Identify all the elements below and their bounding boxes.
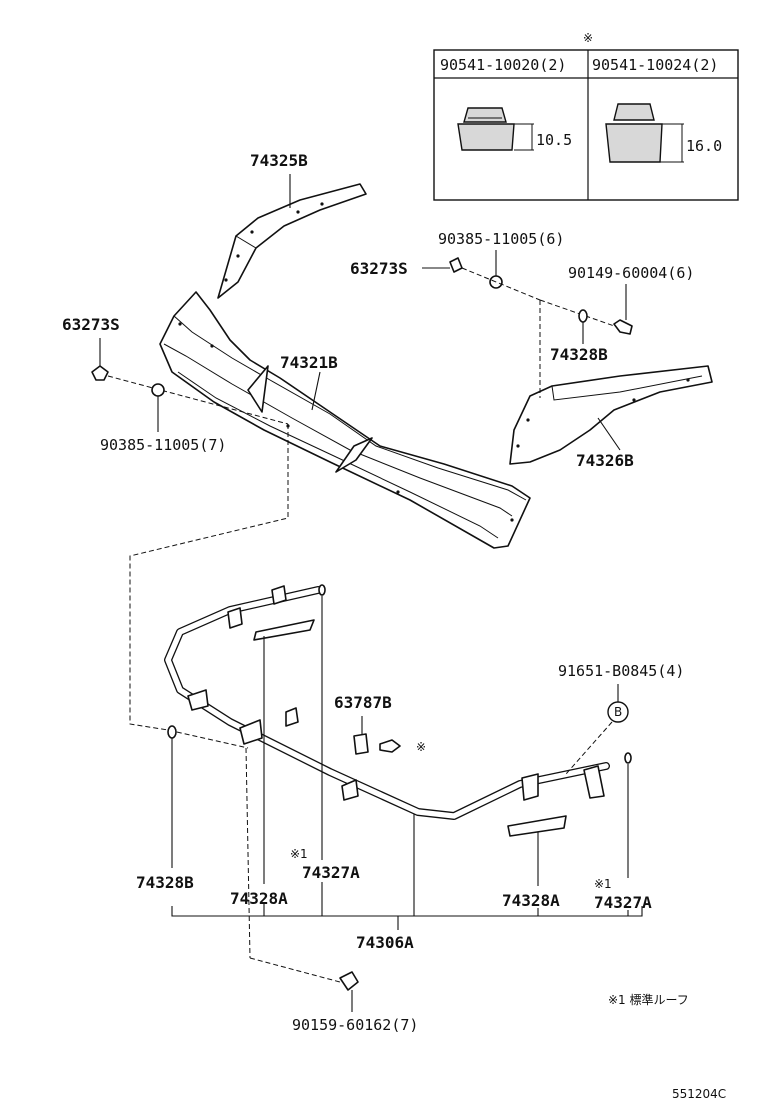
roof-rack-bracket-74306A bbox=[164, 585, 610, 837]
screw-90159-icon bbox=[339, 971, 359, 991]
label-91651: 91651-B0845(4) bbox=[558, 662, 684, 680]
washer-74328B-bottom-icon bbox=[167, 725, 177, 739]
footnote: ※1 標準ルーフ bbox=[608, 992, 689, 1007]
end-cap-left-74325B bbox=[217, 183, 367, 299]
fastener-spec-inset: ※ 90541-10020(2) 90541-10024(2) 10.5 16.… bbox=[433, 31, 739, 201]
label-74327A-mark2: ※1 bbox=[594, 877, 612, 891]
label-74321B: 74321B bbox=[280, 353, 338, 372]
label-74327A-2: 74327A bbox=[594, 893, 652, 912]
label-90159: 90159-60162(7) bbox=[292, 1016, 418, 1034]
inset-marker: ※ bbox=[583, 31, 593, 45]
clip-63273S-top-icon bbox=[449, 257, 463, 273]
catalog-code: 551204C bbox=[672, 1087, 726, 1101]
cap-63787B-icon bbox=[353, 733, 369, 755]
inset-col2-dim: 16.0 bbox=[686, 137, 722, 155]
label-74328A-1: 74328A bbox=[230, 889, 288, 908]
label-91651-circle: B bbox=[614, 705, 622, 719]
label-74306A: 74306A bbox=[356, 933, 414, 952]
label-90385-top: 90385-11005(6) bbox=[438, 230, 564, 248]
nut-90385-left-icon bbox=[151, 383, 165, 397]
label-74325B: 74325B bbox=[250, 151, 308, 170]
label-63273S-left: 63273S bbox=[62, 315, 120, 334]
label-74327A-1: 74327A bbox=[302, 863, 360, 882]
label-90385-left: 90385-11005(7) bbox=[100, 436, 226, 454]
label-74328B-top: 74328B bbox=[550, 345, 608, 364]
label-74327A-mark1: ※1 bbox=[290, 847, 308, 861]
screw-90149-icon bbox=[613, 319, 633, 335]
label-63787B: 63787B bbox=[334, 693, 392, 712]
clip-63273S-left-icon bbox=[91, 365, 109, 381]
clip-63787B-icon bbox=[379, 739, 401, 753]
inset-col1-header: 90541-10020(2) bbox=[440, 56, 566, 74]
label-74328A-2: 74328A bbox=[502, 891, 560, 910]
end-cap-right-74326B bbox=[509, 365, 713, 465]
roof-spoiler-74321B bbox=[159, 291, 531, 549]
clip-16-0-icon bbox=[605, 103, 684, 163]
label-90149: 90149-60004(6) bbox=[568, 264, 694, 282]
inset-col2-header: 90541-10024(2) bbox=[592, 56, 718, 74]
bolt-91651-marker-icon bbox=[607, 701, 629, 723]
inset-col1-dim: 10.5 bbox=[536, 131, 572, 149]
washer-74328B-top-icon bbox=[578, 309, 588, 323]
clip-10-5-icon bbox=[457, 107, 534, 151]
label-63273S-top: 63273S bbox=[350, 259, 408, 278]
label-63787B-mark: ※ bbox=[416, 740, 426, 754]
label-74328B-bottom: 74328B bbox=[136, 873, 194, 892]
label-74326B: 74326B bbox=[576, 451, 634, 470]
